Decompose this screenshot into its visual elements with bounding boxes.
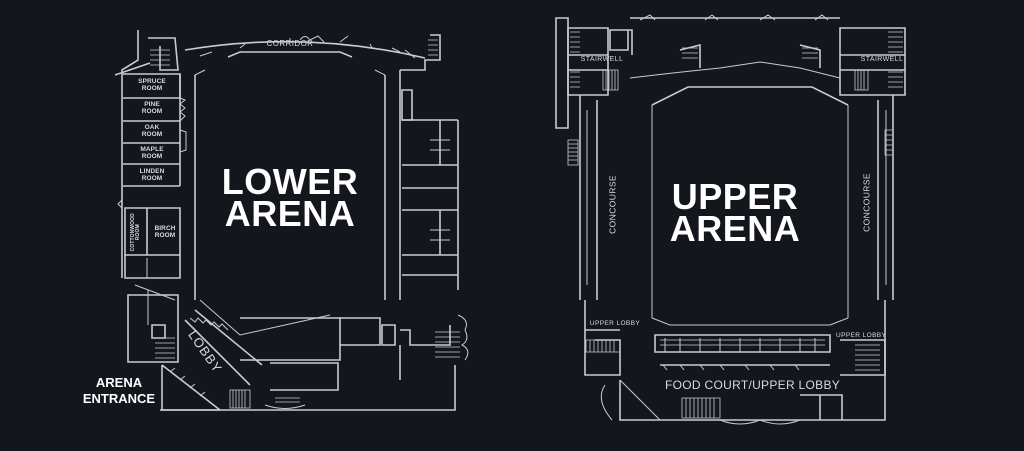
concourse-right-label: CONCOURSE [861,173,872,232]
room-suffix: ROOM [135,224,141,241]
room-label-maple: MAPLE ROOM [128,146,176,161]
room-suffix: ROOM [154,231,176,239]
room-label-spruce: SPRUCE ROOM [128,78,176,93]
room-suffix: ROOM [141,152,163,160]
title-line-2: ARENA [669,208,801,249]
stairwell-right-label: STAIRWELL [860,56,904,63]
upper-arena-title: UPPER ARENA [665,176,805,249]
arena-entrance-label: ARENA ENTRANCE [74,375,164,407]
entrance-line-1: ARENA [95,375,143,390]
room-name: PINE [144,101,160,108]
entrance-line-2: ENTRANCE [82,391,156,406]
room-name: BIRCH [154,225,176,232]
title-line-1: LOWER [221,161,359,202]
room-suffix: ROOM [141,174,163,182]
corridor-label: CORRIDOR [266,39,314,48]
lower-arena-title: LOWER ARENA [220,161,360,234]
room-label-birch: BIRCH ROOM [150,225,180,240]
food-court-label: FOOD COURT/UPPER LOBBY [665,378,841,392]
concourse-left-label: CONCOURSE [607,175,618,234]
room-name: MAPLE [140,146,164,153]
upper-level-plan [555,14,906,425]
title-line-2: ARENA [224,193,356,234]
room-name: SPRUCE [138,78,166,85]
room-suffix: ROOM [141,107,163,115]
upper-lobby-right-label: UPPER LOBBY [836,332,887,339]
room-label-pine: PINE ROOM [128,101,176,116]
room-suffix: ROOM [141,84,163,92]
title-line-1: UPPER [671,176,799,217]
room-label-cottonwood: COTTONWOOD ROOM [130,209,142,255]
room-name: LINDEN [139,168,165,175]
room-label-oak: OAK ROOM [128,124,176,139]
room-suffix: ROOM [141,130,163,138]
room-name: OAK [144,124,160,131]
room-label-linden: LINDEN ROOM [128,168,176,183]
stairwell-left-label: STAIRWELL [580,56,624,63]
upper-lobby-left-label: UPPER LOBBY [589,320,641,327]
lower-level-plan [114,30,469,411]
